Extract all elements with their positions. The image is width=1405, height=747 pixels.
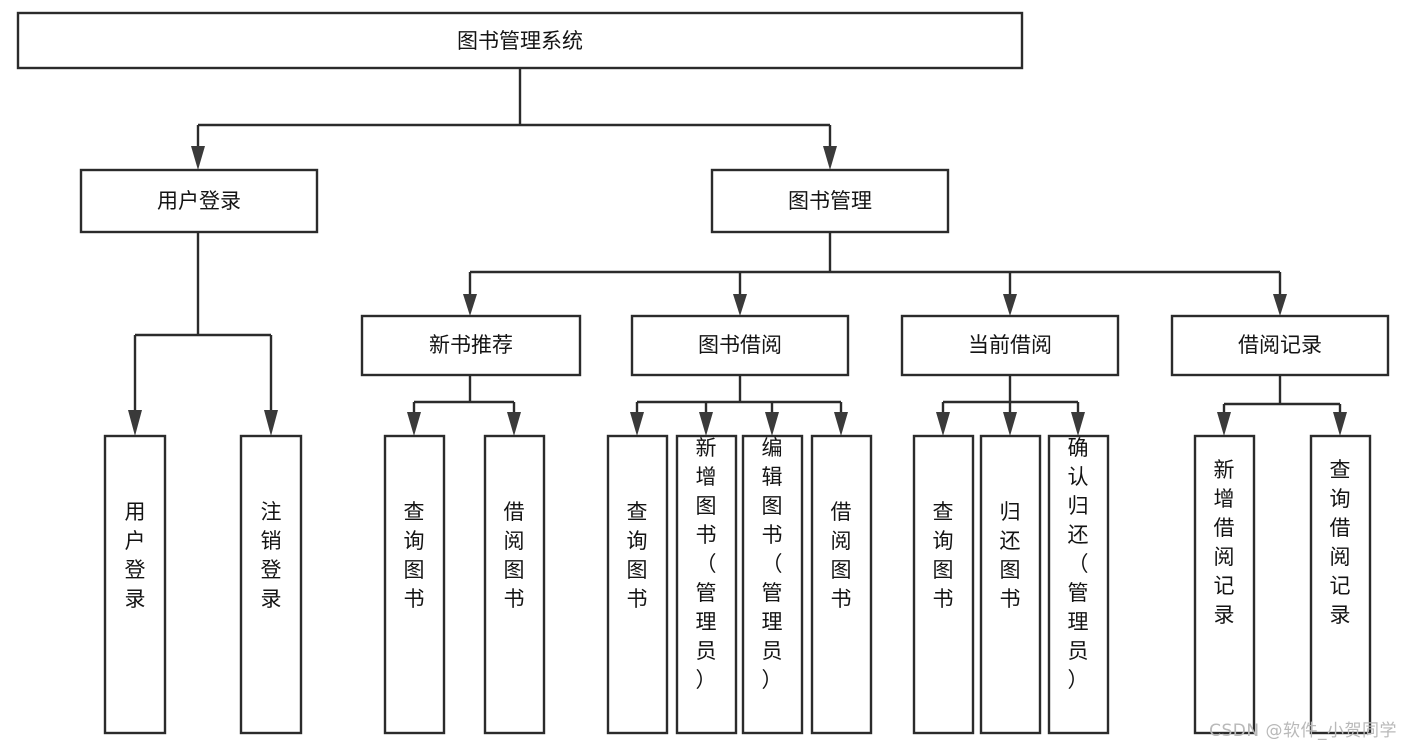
leaf-borrow-record-1[interactable]: 查询借阅记录 bbox=[1309, 434, 1372, 735]
arrow-head-current-borrow bbox=[1003, 294, 1017, 316]
node-new-book-recommend[interactable]: 新书推荐 bbox=[360, 314, 582, 377]
node-borrow-record-box[interactable] bbox=[1170, 314, 1390, 377]
leaf-book-borrow-3-label: 借阅图书 bbox=[831, 500, 852, 611]
leaf-borrow-record-0[interactable]: 新增借阅记录 bbox=[1193, 434, 1256, 735]
arrow-head-book-borrow bbox=[733, 294, 747, 316]
node-root-box[interactable] bbox=[16, 11, 1024, 70]
leaf-current-borrow-2[interactable]: 确认归还（管理员） bbox=[1047, 434, 1110, 735]
node-book-manage-label: 图书管理 bbox=[788, 189, 872, 213]
arrow-head-book-borrow-c2 bbox=[699, 412, 713, 436]
leaf-book-borrow-2-box[interactable] bbox=[741, 434, 804, 735]
leaf-borrow-record-0-label: 新增借阅记录 bbox=[1214, 458, 1235, 627]
leaf-current-borrow-1-box[interactable] bbox=[979, 434, 1042, 735]
leaf-new-book-0-box[interactable] bbox=[383, 434, 446, 735]
arrow-head-book-manage bbox=[823, 146, 837, 170]
node-user-login-box[interactable] bbox=[79, 168, 319, 234]
leaf-user-login-1[interactable]: 注销登录 bbox=[239, 434, 303, 735]
leaf-book-borrow-2[interactable]: 编辑图书（管理员） bbox=[741, 434, 804, 735]
arrow-head-current-borrow-c3 bbox=[1071, 412, 1085, 436]
node-user-login-label: 用户登录 bbox=[157, 189, 241, 213]
leaf-book-borrow-0[interactable]: 查询图书 bbox=[606, 434, 669, 735]
arrow-head-user-login bbox=[191, 146, 205, 170]
leaf-current-borrow-1[interactable]: 归还图书 bbox=[979, 434, 1042, 735]
leaf-user-login-1-box[interactable] bbox=[239, 434, 303, 735]
connectors-layer bbox=[128, 68, 1347, 436]
node-borrow-record-label: 借阅记录 bbox=[1238, 333, 1322, 357]
leaf-book-borrow-3-box[interactable] bbox=[810, 434, 873, 735]
node-book-borrow-box[interactable] bbox=[630, 314, 850, 377]
arrow-head-user-login-child1 bbox=[128, 410, 142, 436]
node-new-book-recommend-label: 新书推荐 bbox=[429, 333, 513, 357]
leaf-current-borrow-1-label: 归还图书 bbox=[1000, 500, 1021, 611]
leaf-user-login-0[interactable]: 用户登录 bbox=[103, 434, 167, 735]
arrow-head-book-borrow-c3 bbox=[765, 412, 779, 436]
arrow-head-current-borrow-c2 bbox=[1003, 412, 1017, 436]
leaf-new-book-1[interactable]: 借阅图书 bbox=[483, 434, 546, 735]
csdn-watermark: CSDN @软件_小贺同学 bbox=[1209, 721, 1397, 741]
leaf-book-borrow-1[interactable]: 新增图书（管理员） bbox=[675, 434, 738, 735]
leaf-current-borrow-2-label: 确认归还（管理员） bbox=[1068, 436, 1089, 692]
leaf-new-book-1-box[interactable] bbox=[483, 434, 546, 735]
leaf-user-login-1-label: 注销登录 bbox=[261, 500, 282, 611]
node-root-label: 图书管理系统 bbox=[457, 29, 583, 53]
leaf-book-borrow-0-box[interactable] bbox=[606, 434, 669, 735]
leaf-current-borrow-0-label: 查询图书 bbox=[933, 500, 954, 611]
node-borrow-record[interactable]: 借阅记录 bbox=[1170, 314, 1390, 377]
leaf-borrow-record-1-label: 查询借阅记录 bbox=[1330, 458, 1351, 627]
node-new-book-recommend-box[interactable] bbox=[360, 314, 582, 377]
leaf-new-book-0-label: 查询图书 bbox=[404, 500, 425, 611]
leaf-user-login-0-box[interactable] bbox=[103, 434, 167, 735]
leaf-current-borrow-0[interactable]: 查询图书 bbox=[912, 434, 975, 735]
node-book-borrow-label: 图书借阅 bbox=[698, 333, 782, 357]
node-root[interactable]: 图书管理系统 bbox=[16, 11, 1024, 70]
leaf-new-book-0[interactable]: 查询图书 bbox=[383, 434, 446, 735]
arrow-head-user-login-child2 bbox=[264, 410, 278, 436]
arrow-head-new-book bbox=[463, 294, 477, 316]
arrow-head-borrow-record-c1 bbox=[1217, 412, 1231, 436]
arrow-head-book-borrow-c4 bbox=[834, 412, 848, 436]
leaf-borrow-record-0-box[interactable] bbox=[1193, 434, 1256, 735]
leaf-book-borrow-3[interactable]: 借阅图书 bbox=[810, 434, 873, 735]
leaf-user-login-0-label: 用户登录 bbox=[125, 500, 146, 611]
leaf-borrow-record-1-box[interactable] bbox=[1309, 434, 1372, 735]
leaf-current-borrow-2-box[interactable] bbox=[1047, 434, 1110, 735]
node-current-borrow-label: 当前借阅 bbox=[968, 333, 1052, 357]
arrow-head-book-borrow-c1 bbox=[630, 412, 644, 436]
arrow-head-new-book-c2 bbox=[507, 412, 521, 436]
node-book-borrow[interactable]: 图书借阅 bbox=[630, 314, 850, 377]
leaf-book-borrow-1-label: 新增图书（管理员） bbox=[696, 436, 717, 692]
node-book-manage-box[interactable] bbox=[710, 168, 950, 234]
node-book-manage[interactable]: 图书管理 bbox=[710, 168, 950, 234]
arrow-head-borrow-record-c2 bbox=[1333, 412, 1347, 436]
arrow-head-new-book-c1 bbox=[407, 412, 421, 436]
leaf-book-borrow-1-box[interactable] bbox=[675, 434, 738, 735]
node-current-borrow-box[interactable] bbox=[900, 314, 1120, 377]
leaf-book-borrow-2-label: 编辑图书（管理员） bbox=[762, 436, 783, 692]
arrow-head-borrow-record bbox=[1273, 294, 1287, 316]
leaf-new-book-1-label: 借阅图书 bbox=[504, 500, 525, 611]
node-current-borrow[interactable]: 当前借阅 bbox=[900, 314, 1120, 377]
leaf-current-borrow-0-box[interactable] bbox=[912, 434, 975, 735]
arrow-head-current-borrow-c1 bbox=[936, 412, 950, 436]
node-user-login[interactable]: 用户登录 bbox=[79, 168, 319, 234]
leaf-book-borrow-0-label: 查询图书 bbox=[627, 500, 648, 611]
